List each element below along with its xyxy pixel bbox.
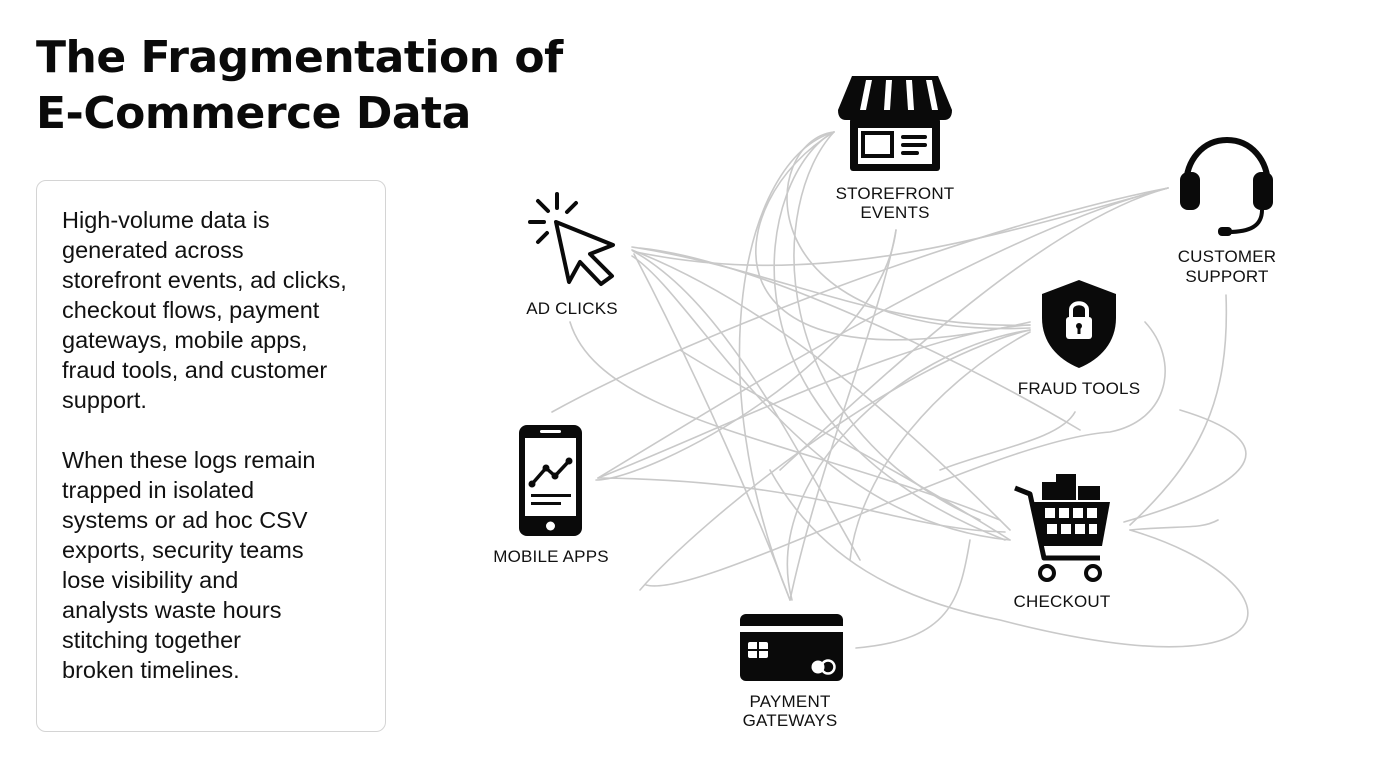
fraud-tools-label: FRAUD TOOLS: [1018, 379, 1141, 398]
connector-line: [631, 246, 1031, 327]
connector-line: [679, 349, 1011, 541]
connector-line: [755, 131, 1031, 341]
payment-gateways-label-line-1: PAYMENT: [749, 692, 830, 711]
connector-line: [639, 247, 1081, 431]
mobile-apps-label: MOBILE APPS: [493, 547, 609, 566]
fraud-tools-node: FRAUD TOOLS: [1018, 280, 1141, 398]
connector-line: [793, 131, 981, 521]
headset-icon: [1180, 136, 1273, 236]
checkout-node: CHECKOUT: [1014, 474, 1111, 611]
connector-line: [769, 469, 1249, 648]
connector-lines: [551, 131, 1249, 649]
customer-support-label-line-2: SUPPORT: [1185, 267, 1268, 286]
connector-line: [786, 131, 1031, 330]
connector-line: [1123, 409, 1247, 523]
connector-line: [551, 187, 1169, 413]
storefront-icon: [838, 76, 952, 171]
connector-line: [1129, 519, 1219, 531]
page-title-line-2: E-Commerce Data: [36, 88, 471, 139]
connector-line: [639, 329, 1031, 591]
connector-line: [1129, 294, 1228, 526]
customer-support-label-line-1: CUSTOMER: [1178, 247, 1277, 266]
description-paragraph-2: When these logs remain trapped in isolat…: [62, 447, 316, 683]
connector-line: [597, 187, 1169, 479]
storefront-label-line-2: EVENTS: [860, 203, 929, 222]
customer-support-node: CUSTOMER SUPPORT: [1178, 136, 1277, 286]
description-panel: High-volume data is generated across sto…: [36, 180, 386, 732]
shield-lock-icon: [1042, 280, 1116, 368]
checkout-label: CHECKOUT: [1014, 592, 1111, 611]
connector-line: [597, 477, 1006, 533]
connector-line: [597, 324, 1031, 479]
connector-line: [738, 131, 835, 601]
connector-line: [632, 250, 861, 561]
page-title: The Fragmentation of E-Commerce Data: [36, 30, 563, 142]
mobile-apps-node: MOBILE APPS: [493, 425, 609, 566]
connector-line: [855, 539, 971, 649]
page-title-line-1: The Fragmentation of: [36, 32, 563, 83]
storefront-node: STOREFRONT EVENTS: [836, 76, 955, 222]
smartphone-chart-icon: [519, 425, 582, 536]
connector-line: [631, 249, 1011, 531]
description-paragraph-1: High-volume data is generated across sto…: [62, 207, 347, 413]
cursor-click-icon: [528, 192, 615, 286]
connector-line: [595, 229, 897, 481]
connector-line: [786, 329, 1031, 601]
connector-line: [645, 321, 1166, 587]
shopping-cart-icon: [1014, 474, 1110, 582]
connector-line: [849, 331, 1031, 561]
storefront-label-line-1: STOREFRONT: [836, 184, 955, 203]
connector-line: [633, 253, 791, 601]
ad-clicks-label: AD CLICKS: [526, 299, 618, 318]
connector-line: [631, 255, 1011, 541]
credit-card-icon: [740, 614, 843, 681]
payment-gateways-node: PAYMENT GATEWAYS: [740, 614, 843, 730]
ad-clicks-node: AD CLICKS: [526, 192, 618, 318]
payment-gateways-label-line-2: GATEWAYS: [743, 711, 838, 730]
connector-line: [779, 187, 1169, 471]
connector-line: [569, 321, 1001, 521]
connector-line: [939, 411, 1076, 471]
